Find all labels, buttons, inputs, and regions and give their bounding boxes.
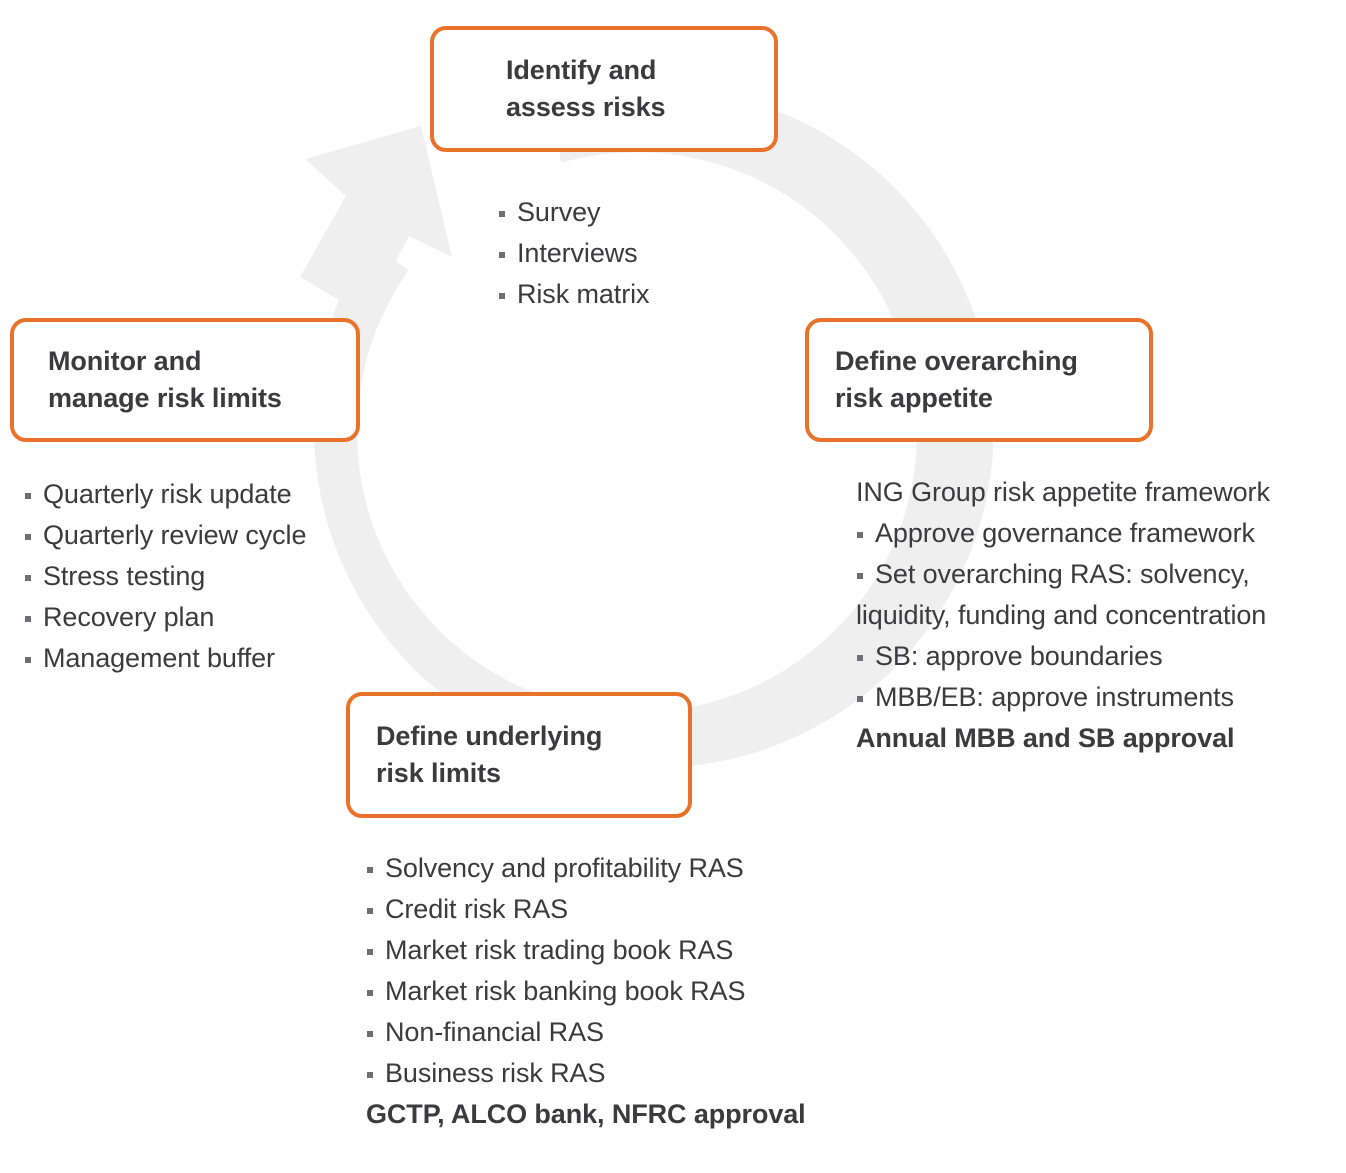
list-item-heading: ING Group risk appetite framework [856, 477, 1270, 507]
list-item: SB: approve boundaries [856, 636, 1346, 677]
list-item: Recovery plan [24, 597, 374, 638]
list-item: Approve governance framework [856, 513, 1346, 554]
list-item: Set overarching RAS: solvency, liquidity… [856, 554, 1346, 636]
stage-title-define-underlying: Define underlying risk limits [376, 720, 603, 788]
list-item: Credit risk RAS [366, 889, 836, 930]
list-item: Market risk banking book RAS [366, 971, 836, 1012]
list-item: Quarterly risk update [24, 474, 374, 515]
list-item: MBB/EB: approve instruments [856, 677, 1346, 718]
list-item: Quarterly review cycle [24, 515, 374, 556]
stage-title-define-overarching: Define overarching risk appetite [835, 345, 1078, 413]
stage-title-monitor: Monitor and manage risk limits [48, 345, 282, 413]
list-item-approval: GCTP, ALCO bank, NFRC approval [366, 1099, 806, 1129]
stage-box-monitor[interactable]: Monitor and manage risk limits [10, 318, 360, 442]
list-item: Market risk trading book RAS [366, 930, 836, 971]
list-item-approval: Annual MBB and SB approval [856, 723, 1235, 753]
list-item: Solvency and profitability RAS [366, 848, 836, 889]
stage-details-define-overarching: ING Group risk appetite framework Approv… [856, 472, 1346, 759]
stage-box-define-overarching[interactable]: Define overarching risk appetite [805, 318, 1153, 442]
stage-details-identify: Survey Interviews Risk matrix [498, 192, 818, 315]
list-item: Interviews [498, 233, 818, 274]
stage-details-monitor: Quarterly risk update Quarterly review c… [24, 474, 374, 679]
stage-title-identify: Identify and assess risks [506, 54, 666, 122]
list-item: Non-financial RAS [366, 1012, 836, 1053]
list-item: Business risk RAS [366, 1053, 836, 1094]
list-item: Stress testing [24, 556, 374, 597]
stage-box-identify[interactable]: Identify and assess risks [430, 26, 778, 152]
list-item: Risk matrix [498, 274, 818, 315]
list-item: Management buffer [24, 638, 374, 679]
stage-details-define-underlying: Solvency and profitability RAS Credit ri… [366, 848, 836, 1135]
stage-box-define-underlying[interactable]: Define underlying risk limits [346, 692, 692, 818]
list-item: Survey [498, 192, 818, 233]
